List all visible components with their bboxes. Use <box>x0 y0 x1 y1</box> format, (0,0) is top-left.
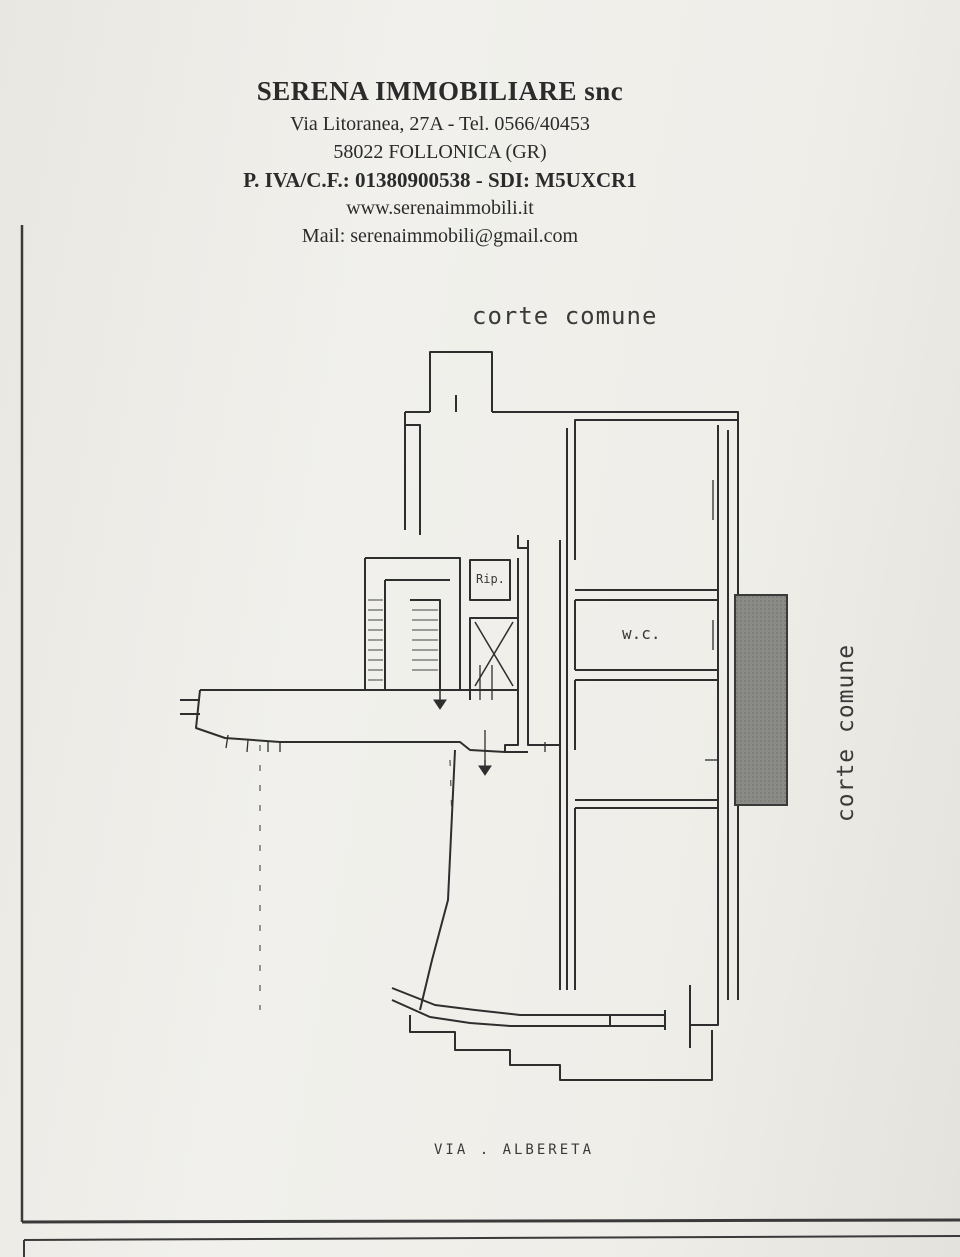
letterhead: SERENA IMMOBILIARE snc Via Litoranea, 27… <box>150 72 730 250</box>
plan-guide-lines <box>259 745 453 1010</box>
label-street: VIA . ALBERETA <box>434 1142 595 1158</box>
label-common-courtyard-top: corte comune <box>472 302 658 330</box>
stair-treads <box>368 599 438 681</box>
stair-arrows <box>433 690 492 776</box>
label-storage: Rip. <box>476 572 505 586</box>
label-common-courtyard-right: corte comune <box>833 643 859 823</box>
company-address: Via Litoranea, 27A - Tel. 0566/40453 <box>290 113 590 135</box>
shaded-balcony <box>734 594 788 806</box>
company-tax-ids: P. IVA/C.F.: 01380900538 - SDI: M5UXCR1 <box>243 168 637 192</box>
label-wc: w.c. <box>622 624 661 643</box>
page-frame <box>20 225 960 1257</box>
company-website: www.serenaimmobili.it <box>346 197 534 219</box>
company-email: Mail: serenaimmobili@gmail.com <box>301 225 579 247</box>
plan-openings <box>225 480 718 761</box>
company-city: 58022 FOLLONICA (GR) <box>333 141 547 163</box>
company-name: SERENA IMMOBILIARE snc <box>256 76 624 106</box>
plan-walls <box>180 351 739 1081</box>
